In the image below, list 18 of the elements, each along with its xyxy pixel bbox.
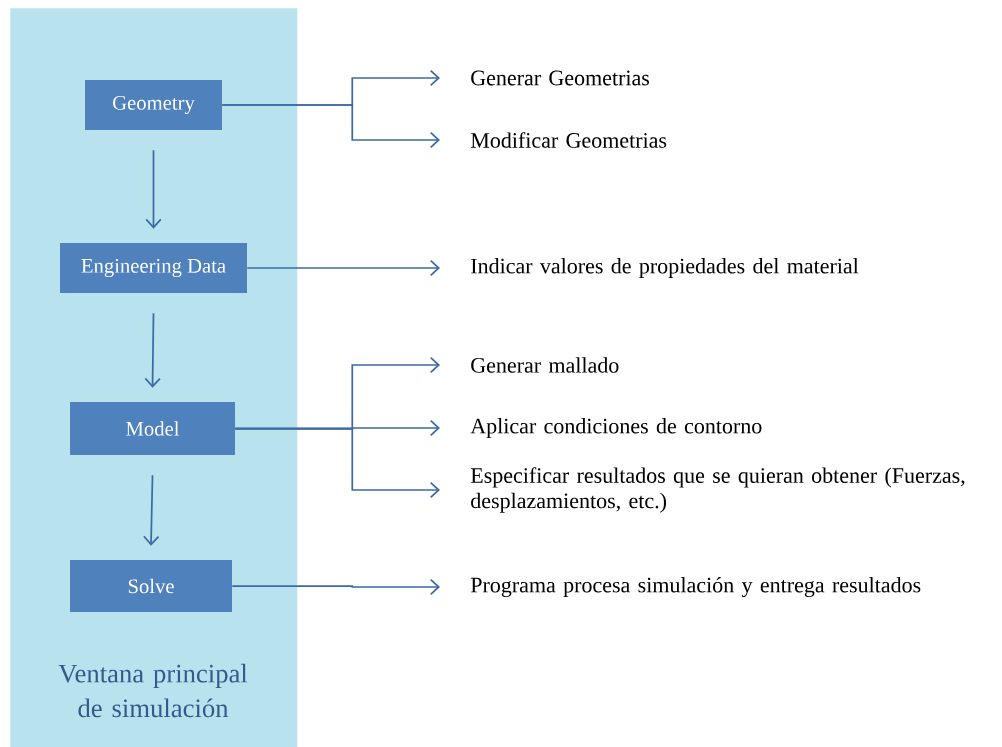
step-text: Programa procesa simulación y entrega resultados bbox=[470, 577, 921, 598]
arrow bbox=[145, 149, 162, 229]
arrow bbox=[221, 104, 440, 149]
arrow bbox=[234, 427, 440, 499]
step-text: Especificar resultados que se quieran obtener (Fuerzas, desplazamientos, etc.) bbox=[470, 467, 965, 513]
arrow bbox=[144, 312, 161, 388]
arrow bbox=[231, 578, 440, 596]
step-text: Indicar valores de propiedades del material bbox=[471, 258, 859, 278]
process-box: Model bbox=[70, 402, 235, 455]
process-box: Solve bbox=[70, 560, 232, 612]
step-text: Generar mallado bbox=[471, 357, 619, 373]
step-text: Generar Geometrias bbox=[471, 70, 650, 86]
process-box: Engineering Data bbox=[60, 243, 247, 293]
arrow bbox=[246, 259, 440, 277]
arrow bbox=[143, 474, 160, 546]
step-text: Modificar Geometrias bbox=[470, 132, 667, 148]
process-box: Geometry bbox=[85, 80, 222, 130]
step-text: Aplicar condiciones de contorno bbox=[470, 418, 762, 438]
